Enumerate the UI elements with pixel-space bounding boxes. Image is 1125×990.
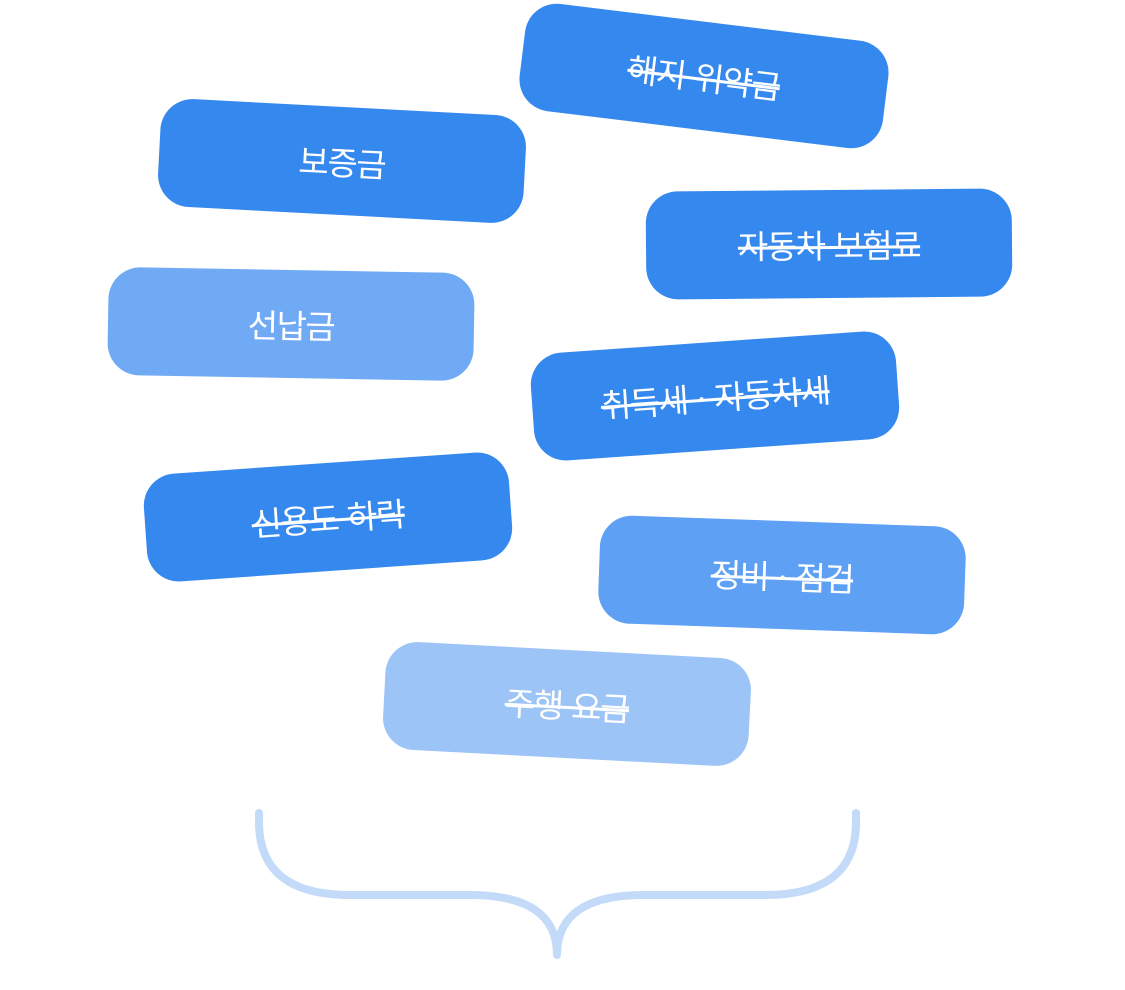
- curly-brace: [255, 809, 860, 959]
